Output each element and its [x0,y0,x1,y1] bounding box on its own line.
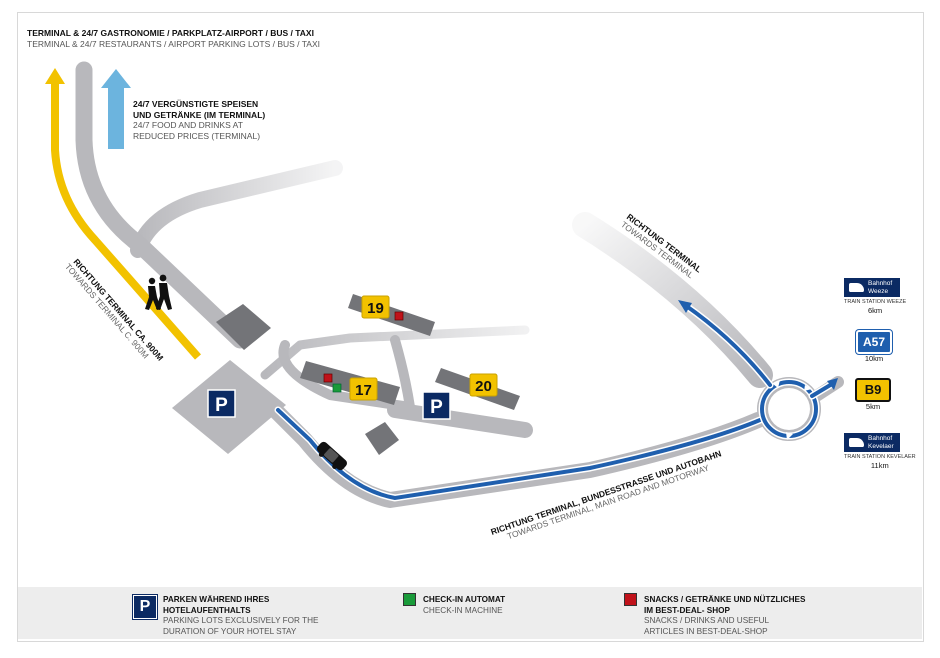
parking-symbol-20: P [422,391,451,420]
route-label-left: RICHTUNG TERMINAL CA. 900M TOWARDS TERMI… [63,257,165,363]
sign-kevelaer-caption: TRAIN STATION KEVELAER [844,454,916,460]
legend: P PARKEN WÄHREND IHRES HOTELAUFENTHALTS … [18,587,922,639]
food-note-de-1: 24/7 VERGÜNSTIGTE SPEISEN [133,99,259,109]
shop-marker-19 [394,311,404,321]
legend-parking: PARKEN WÄHREND IHRES HOTELAUFENTHALTS PA… [163,595,319,636]
legend-checkin: CHECK-IN AUTOMAT CHECK-IN MACHINE [423,595,506,615]
sign-b9: B9 5km [855,378,891,411]
roundabout-arrow-3 [786,432,793,440]
route-arrow-top [678,300,692,313]
sign-a57-distance: 10km [864,354,884,363]
legend-shop-icon [624,593,637,606]
b9-road-icon: B9 [855,378,891,402]
sign-weeze-distance: 6km [867,306,883,315]
route-label-left-en: TOWARDS TERMINAL C. 900M [63,261,151,360]
roundabout-island [768,388,810,430]
legend-parking-icon: P [133,595,157,619]
svg-text:P: P [215,395,228,416]
svg-text:P: P [430,397,443,418]
walking-route [45,68,202,360]
food-note-de-2: UND GETRÄNKE (IM TERMINAL) [133,109,266,120]
header-title-de: TERMINAL & 24/7 GASTRONOMIE / PARKPLATZ-… [27,28,314,38]
sign-a57: A57 10km [856,330,892,363]
badge-19: 19 [361,295,390,319]
roundabout-arrow-1 [773,380,780,388]
roundabout-arrow-2 [804,385,812,391]
badge-20: 20 [469,373,498,397]
road-loop [278,335,415,412]
header-title-en: TERMINAL & 24/7 RESTAURANTS / AIRPORT PA… [27,39,321,49]
road-northeast [130,160,343,258]
food-direction-arrow [101,69,131,149]
badge-17-label: 17 [355,382,372,399]
badge-19-label: 19 [367,300,384,317]
pedestrian-icon [145,274,172,310]
a57-motorway-icon: A57 [856,330,892,354]
shop-marker-17 [323,373,333,383]
building-left [216,304,271,350]
road-bottom-right [262,397,766,508]
food-note-en-2: REDUCED PRICES (TERMINAL) [133,130,261,141]
checkin-marker-17 [332,383,342,393]
walking-arrow-head [45,68,65,84]
route-arrow-east [827,378,838,390]
sign-kevelaer-distance: 11km [870,461,889,470]
food-note-en-1: 24/7 FOOD AND DRINKS AT [133,120,243,130]
legend-shop: SNACKS / GETRÄNKE UND NÜTZLICHES IM BEST… [644,595,806,636]
building-19 [348,294,435,336]
parking-symbol-main: P [207,389,236,418]
road-south-east [387,402,533,438]
car-icon [317,441,347,471]
badge-20-label: 20 [475,378,492,395]
legend-checkin-icon [403,593,416,606]
sign-weeze-caption: TRAIN STATION WEEZE [844,299,907,305]
food-note: 24/7 VERGÜNSTIGTE SPEISEN UND GETRÄNKE (… [133,99,265,141]
building-south [365,422,399,455]
badge-17: 17 [349,377,378,401]
sign-b9-distance: 5km [865,402,881,411]
